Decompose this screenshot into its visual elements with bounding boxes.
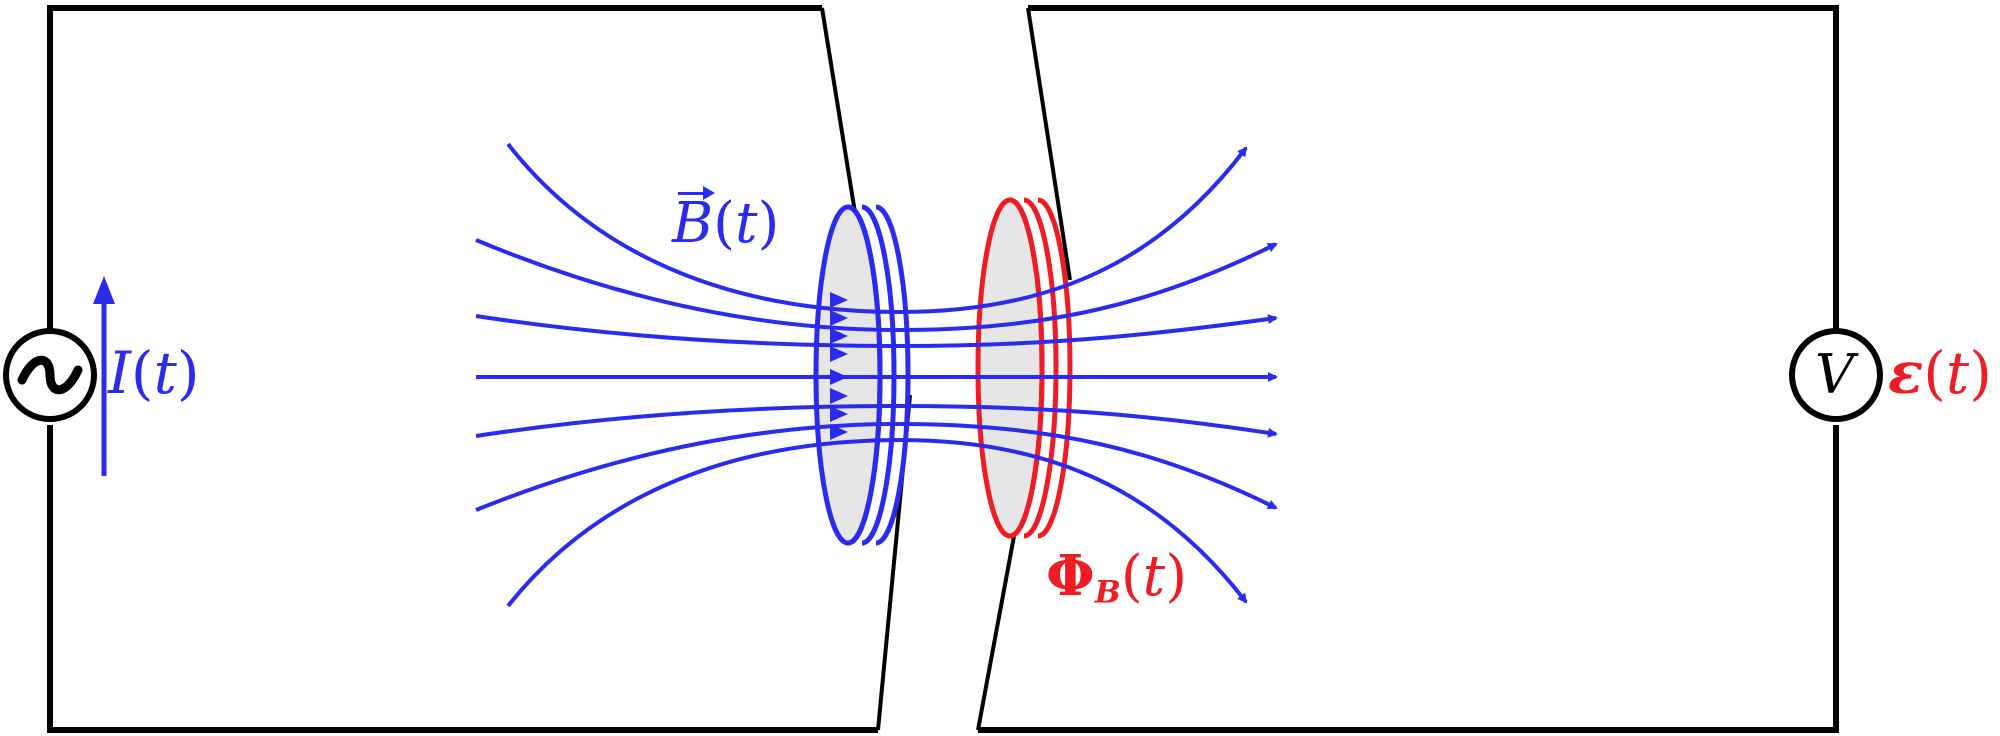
field-label: B(t) — [672, 186, 779, 256]
field-direction-arrowheads — [830, 292, 848, 440]
current-symbol: I — [108, 339, 131, 407]
field-line — [475, 403, 1278, 438]
flux-label: ΦB(t) — [1046, 548, 1187, 608]
paren-close: ) — [757, 191, 780, 256]
field-line — [475, 238, 1278, 333]
current-label: I(t) — [108, 344, 200, 402]
secondary-circuit-wire — [978, 5, 1839, 733]
paren-close: ) — [1165, 544, 1188, 609]
paren-open: ( — [1923, 339, 1946, 407]
flux-subscript: B — [1094, 574, 1121, 611]
secondary-lead-upper — [1026, 7, 1072, 281]
field-line — [475, 314, 1278, 349]
paren-open: ( — [130, 339, 154, 407]
field-line — [475, 421, 1278, 512]
emf-label: ε(t) — [1888, 344, 1992, 402]
paren-close: ) — [176, 339, 200, 407]
ac-source-icon — [3, 328, 97, 422]
flux-symbol: Φ — [1046, 543, 1095, 609]
secondary-coil — [975, 197, 1073, 539]
voltmeter-icon — [1789, 328, 1883, 422]
field-line — [506, 437, 1248, 608]
paren-open: ( — [713, 191, 736, 256]
field-line — [506, 142, 1248, 315]
magnetic-field-lines — [475, 142, 1278, 608]
current-arrow-head — [93, 276, 115, 304]
flux-arg: t — [1142, 544, 1166, 609]
primary-circuit-wire — [47, 5, 878, 733]
paren-open: ( — [1120, 544, 1143, 609]
field-symbol: B — [672, 186, 716, 256]
emf-symbol: ε — [1888, 339, 1924, 407]
meter-glyph: V — [1815, 343, 1854, 406]
emf-arg: t — [1945, 339, 1970, 407]
current-arg: t — [153, 339, 177, 407]
field-arg: t — [735, 191, 758, 256]
paren-close: ) — [1969, 339, 1992, 407]
